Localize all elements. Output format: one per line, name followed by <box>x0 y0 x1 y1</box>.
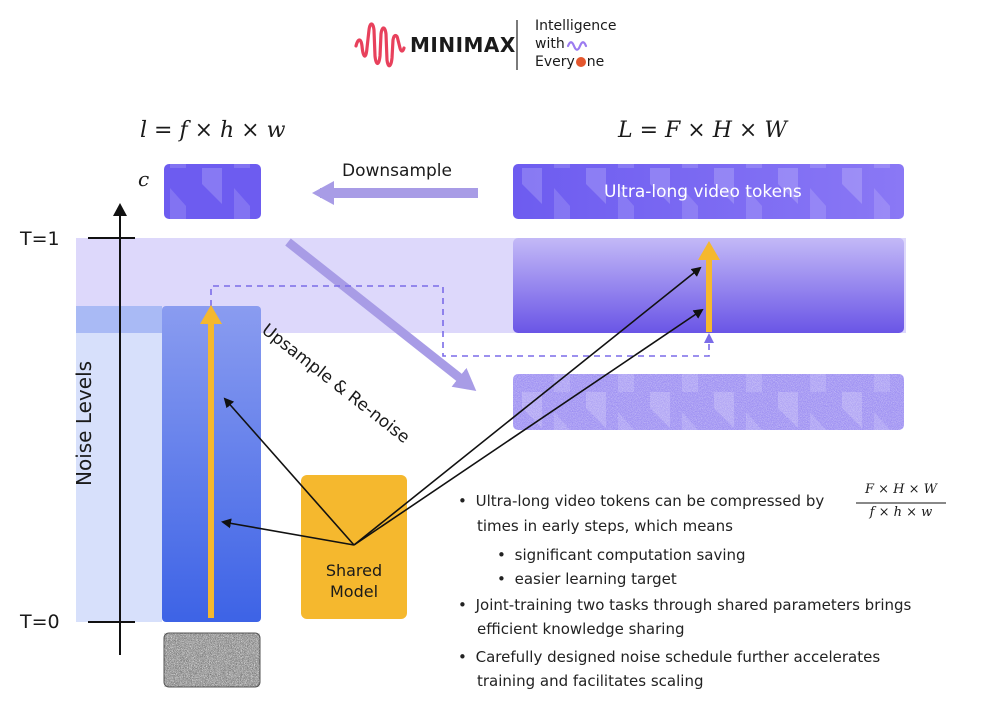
upsample-arrow <box>285 238 477 391</box>
shared-model-arrows <box>221 266 704 546</box>
fraction-numerator: F × H × W <box>864 482 938 497</box>
tagline-ne: ne <box>586 54 605 70</box>
orange-dot-icon <box>575 57 586 67</box>
bullet-2-text: Joint-training two tasks through shared … <box>475 596 912 614</box>
dashed-flow-path <box>210 285 710 357</box>
shared-model-label: Shared Model <box>301 560 407 602</box>
brand-name: MINIMAX <box>410 33 516 57</box>
bullet-3-text: Carefully designed noise schedule furthe… <box>475 648 881 666</box>
bullet-1-suffix: times in early steps, which means <box>477 517 733 535</box>
bullet-2-cont: efficient knowledge sharing <box>477 620 685 638</box>
shared-model-box <box>301 475 407 619</box>
tagline-line1: Intelligence <box>535 18 617 34</box>
fraction-denominator: f × h × w <box>869 505 933 520</box>
small-token-formula: l = f × h × w <box>140 118 286 143</box>
t0-label: T=0 <box>20 611 60 633</box>
shared-model-line2: Model <box>329 582 379 601</box>
sub-bullet-2: • easier learning target <box>497 570 677 588</box>
bullet-3: • Carefully designed noise schedule furt… <box>458 648 881 666</box>
t1-label: T=1 <box>20 228 60 250</box>
sub-bullet-1: • significant computation saving <box>497 546 746 564</box>
minimax-wave-logo <box>354 22 406 68</box>
tagline-every: Every <box>535 54 575 70</box>
squiggle-icon <box>566 41 588 51</box>
large-token-formula: L = F × H × W <box>618 118 787 143</box>
bullet-1: • Ultra-long video tokens can be compres… <box>458 492 825 510</box>
shared-model-line1: Shared <box>325 561 383 580</box>
bullet-3-cont: training and facilitates scaling <box>477 672 704 690</box>
bullet-1-text: Ultra-long video tokens can be compresse… <box>475 492 825 510</box>
tagline-line2: with <box>535 36 565 52</box>
downsample-label: Downsample <box>342 161 452 181</box>
ultra-tokens-label: Ultra-long video tokens <box>604 182 802 202</box>
sub-bullet-2-text: easier learning target <box>514 570 677 588</box>
bullet-2: • Joint-training two tasks through share… <box>458 596 912 614</box>
noise-levels-label: Noise Levels <box>72 360 96 486</box>
sub-bullet-1-text: significant computation saving <box>514 546 746 564</box>
channel-label: c <box>138 167 150 191</box>
